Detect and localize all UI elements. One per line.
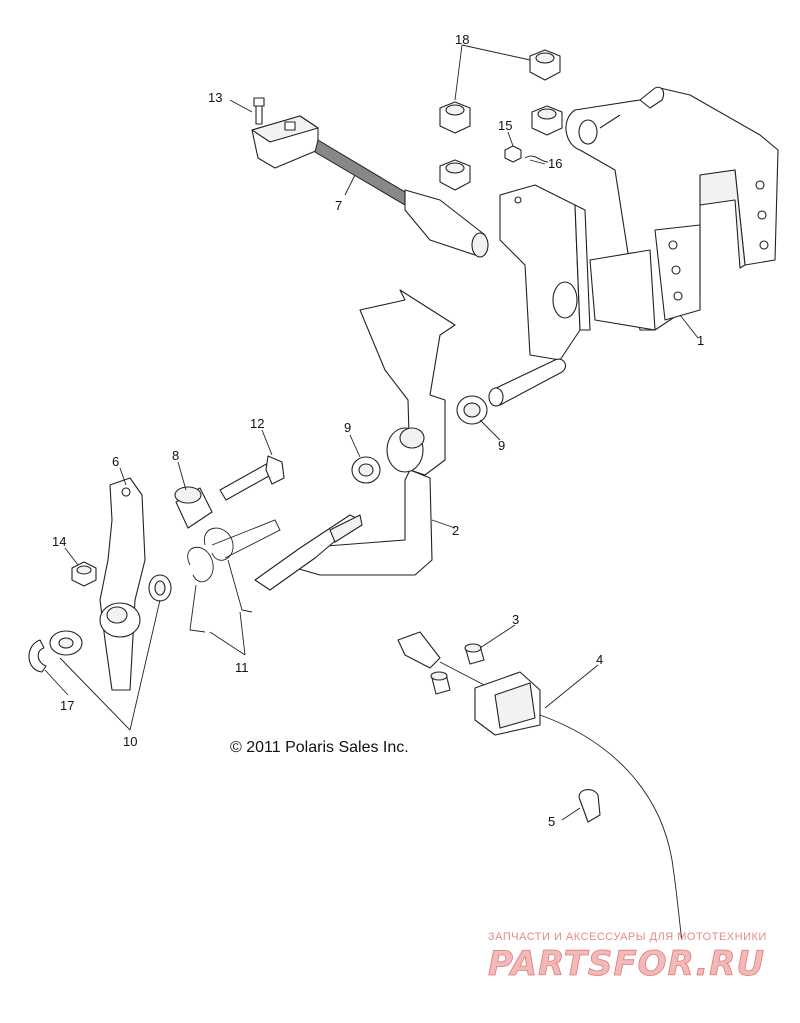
callout-8: 8	[172, 448, 179, 463]
watermark-brand: PARTSFOR.RU	[488, 944, 765, 984]
part-11-spring	[187, 519, 281, 633]
part-16-clip	[524, 155, 549, 163]
part-7-brake-switch	[251, 115, 489, 258]
part-10-washer-a	[148, 574, 172, 602]
callout-7: 7	[335, 198, 342, 213]
part-17-e-clip	[28, 639, 47, 673]
callout-16: 16	[548, 156, 562, 171]
part-2-brake-pedal	[254, 289, 456, 591]
part-9-bushing-left	[351, 456, 381, 484]
part-18-nuts	[439, 49, 563, 191]
part-13-screw	[253, 97, 265, 125]
watermark-tagline: ЗАПЧАСТИ И АКСЕССУАРЫ ДЛЯ МОТОТЕХНИКИ	[488, 931, 767, 943]
part-5-cable-clip	[578, 789, 601, 823]
watermark: ЗАПЧАСТИ И АКСЕССУАРЫ ДЛЯ МОТОТЕХНИКИ PA…	[488, 931, 767, 984]
callouts: 18 13 15 16 7 1 12 9 9 8 6 2 14 3 4 11 1…	[52, 32, 704, 829]
part-1-main-bracket	[488, 86, 779, 407]
callout-9-right: 9	[498, 438, 505, 453]
callout-1: 1	[697, 333, 704, 348]
callout-15: 15	[498, 118, 512, 133]
callout-4: 4	[596, 652, 603, 667]
callout-18: 18	[455, 32, 469, 47]
callout-6: 6	[112, 454, 119, 469]
part-14-nut	[71, 561, 97, 587]
callout-14: 14	[52, 534, 66, 549]
part-12-bolt	[219, 455, 285, 501]
callout-13: 13	[208, 90, 222, 105]
callout-12: 12	[250, 416, 264, 431]
callout-3: 3	[512, 612, 519, 627]
part-10-washer-b	[49, 630, 83, 656]
leader-lines	[44, 44, 699, 821]
copyright-notice: © 2011 Polaris Sales Inc.	[230, 739, 409, 756]
callout-9-left: 9	[344, 420, 351, 435]
part-4-brake-cable	[397, 631, 683, 941]
callout-17: 17	[60, 698, 74, 713]
part-8-spacer	[174, 486, 213, 529]
part-9-bushing-right	[456, 395, 488, 425]
callout-11: 11	[235, 660, 249, 675]
part-3-pins	[430, 643, 485, 695]
callout-5: 5	[548, 814, 555, 829]
part-15-nut	[504, 145, 522, 163]
callout-2: 2	[452, 523, 459, 538]
part-6-lever	[99, 477, 146, 691]
callout-10: 10	[123, 734, 137, 749]
